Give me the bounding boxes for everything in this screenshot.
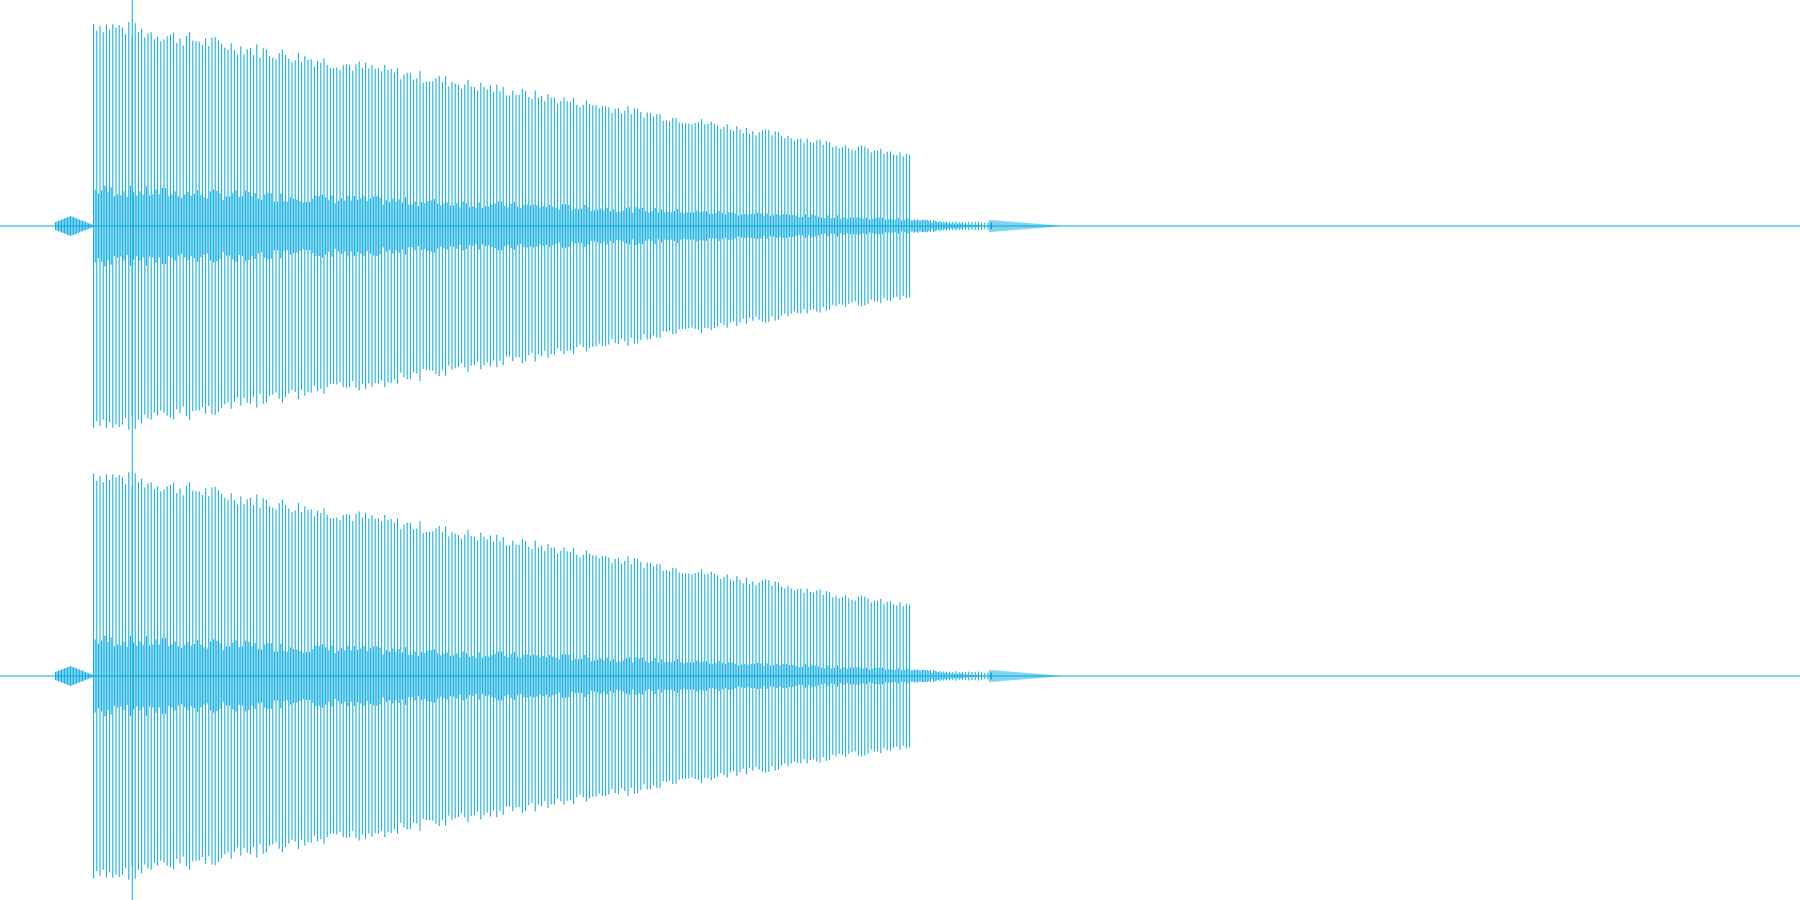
channel-2-track[interactable]: [0, 472, 1800, 880]
channel-1-track[interactable]: [0, 22, 1800, 430]
channel-1-waveform: [55, 22, 1065, 430]
channel-2-waveform: [55, 472, 1065, 880]
